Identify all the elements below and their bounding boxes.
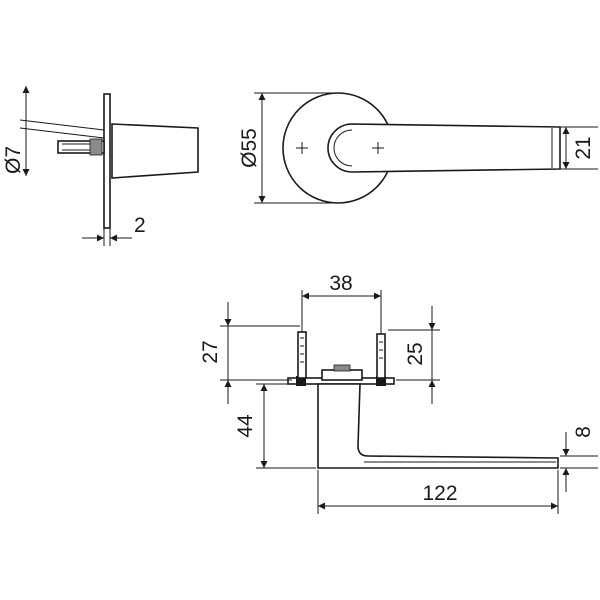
right-pin-thread bbox=[379, 341, 383, 359]
spindle-ext-line-bottom bbox=[19, 119, 105, 131]
right-fixing-pin bbox=[376, 333, 386, 379]
screw-cross-left bbox=[296, 142, 308, 154]
center-cap bbox=[333, 364, 351, 372]
front-view: Ø55 21 bbox=[238, 92, 598, 204]
side-view: Ø7 2 bbox=[2, 86, 199, 246]
right-fixing-nut bbox=[376, 376, 386, 386]
lever-thickness-label: 8 bbox=[572, 426, 595, 438]
left-fixing-pin bbox=[297, 331, 307, 379]
rose-diameter-label: Ø55 bbox=[238, 128, 261, 168]
left-fixing-nut bbox=[296, 376, 306, 386]
lever-front bbox=[327, 123, 561, 173]
rose-plate bbox=[103, 93, 111, 229]
rose-thickness-label: 2 bbox=[134, 214, 146, 237]
lever-inner-curve bbox=[333, 129, 353, 167]
screw-cross-right bbox=[372, 142, 384, 154]
lever-width-label: 21 bbox=[572, 136, 595, 159]
spindle-ext-line-top bbox=[19, 127, 105, 139]
fixing-spacing-label: 38 bbox=[329, 272, 352, 295]
left-pin-thread bbox=[300, 337, 304, 363]
lever-length-label: 122 bbox=[422, 482, 457, 505]
lever-projection-label: 44 bbox=[234, 414, 257, 438]
left-pin-height-label: 27 bbox=[199, 340, 222, 363]
lever-side-profile bbox=[317, 383, 559, 469]
spindle-diameter-label: Ø7 bbox=[2, 146, 25, 174]
spindle-collar bbox=[89, 138, 103, 156]
lever-neck-side bbox=[111, 123, 199, 179]
right-pin-height-label: 25 bbox=[404, 342, 427, 365]
center-boss bbox=[321, 369, 363, 381]
bottom-view: 38 27 25 44 8 122 bbox=[199, 272, 598, 514]
